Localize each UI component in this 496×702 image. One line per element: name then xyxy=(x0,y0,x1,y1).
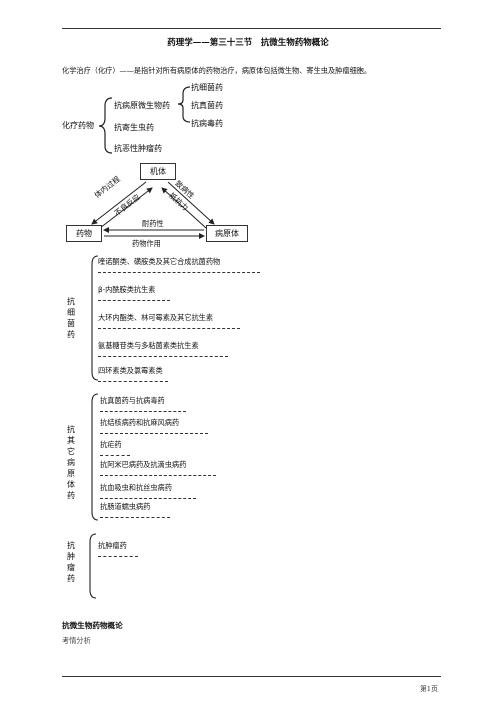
tree-sub-1: 抗真菌药 xyxy=(191,101,223,110)
list-item: 抗肠道蠕虫病药 xyxy=(100,502,151,511)
group-label: 抗肿瘤药 xyxy=(67,541,75,583)
item-underline xyxy=(100,433,208,434)
list-item: 氨基糖苷类与多粘菌素类抗生素 xyxy=(98,341,199,350)
list-item: 抗肿瘤药 xyxy=(98,541,127,550)
node-pathogen: 病原体 xyxy=(206,225,248,242)
item-underline xyxy=(98,300,170,301)
section-heading: 抗微生物药物概论 xyxy=(62,621,123,630)
tree-sub-2: 抗病毒药 xyxy=(191,119,223,128)
edge-label-drug-resistance: 耐药性 xyxy=(142,219,164,228)
item-underline xyxy=(98,272,260,273)
item-underline xyxy=(98,556,138,557)
footer-rule xyxy=(62,676,441,677)
list-item: 抗真菌药与抗病毒药 xyxy=(100,396,165,405)
group-label: 抗细菌药 xyxy=(67,297,75,339)
page-title: 药理学——第三十三节 抗微生物药物概论 xyxy=(167,38,329,48)
header-rule xyxy=(62,28,441,29)
tree-branch-1: 抗寄生虫药 xyxy=(114,123,154,132)
triangle-arrows xyxy=(91,181,215,239)
section-subheading: 考情分析 xyxy=(62,636,91,645)
item-underline xyxy=(98,328,240,329)
tree-braces xyxy=(98,86,191,154)
list-item: β-内酰胺类抗生素 xyxy=(98,285,156,294)
group-brace xyxy=(91,393,99,521)
list-item: 抗阿米巴病药及抗滴虫病药 xyxy=(100,460,187,469)
item-underline xyxy=(100,517,170,518)
tree-branch-2: 抗恶性肿瘤药 xyxy=(114,144,162,153)
group-brace xyxy=(91,255,99,381)
edge-label-drug-action: 药物作用 xyxy=(132,239,161,248)
group-brace xyxy=(89,533,97,599)
item-underline xyxy=(100,475,216,476)
intro-paragraph: 化学治疗（化疗）——是指针对所有病原体的药物治疗，病原体包括微生物、寄生虫及肿瘤… xyxy=(62,66,372,75)
node-organism: 机体 xyxy=(140,163,176,180)
page-number: 第1页 xyxy=(420,685,438,693)
item-underline xyxy=(100,498,196,499)
list-item: 大环内酯类、林可霉素及其它抗生素 xyxy=(98,313,214,322)
group-label: 抗其它病原体药 xyxy=(67,425,75,500)
node-drug: 药物 xyxy=(66,225,102,242)
item-underline xyxy=(100,411,186,412)
item-underline xyxy=(100,455,130,456)
list-item: 四环素类及氯霉素类 xyxy=(98,366,163,375)
tree-sub-0: 抗细菌药 xyxy=(191,83,223,92)
tree-root: 化疗药物 xyxy=(62,121,94,130)
tree-branch-0: 抗病原微生物药 xyxy=(114,101,170,110)
list-item: 抗疟药 xyxy=(100,440,122,449)
item-underline xyxy=(98,381,168,382)
list-item: 抗血吸虫和抗丝虫病药 xyxy=(100,483,172,492)
list-item: 喹诺酮类、磺胺类及其它合成抗菌药物 xyxy=(98,257,221,266)
list-item: 抗结核病药和抗麻风病药 xyxy=(100,418,180,427)
item-underline xyxy=(98,356,228,357)
